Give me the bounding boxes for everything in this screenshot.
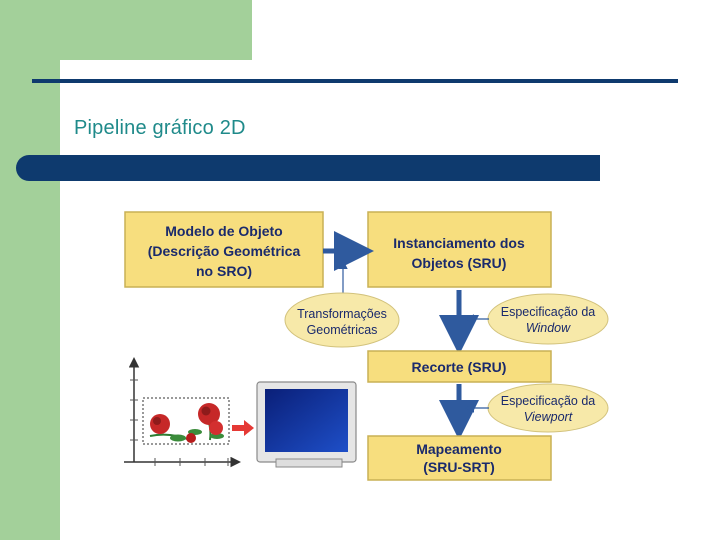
modelo-line-3: no SRO) bbox=[196, 263, 252, 279]
green-top-block bbox=[60, 0, 252, 60]
modelo-line-1: Modelo de Objeto bbox=[165, 223, 282, 239]
recorte-label: Recorte (SRU) bbox=[412, 359, 507, 375]
mapeamento-box bbox=[367, 435, 552, 481]
roses-clipart bbox=[149, 403, 224, 443]
espec-viewport-line-2: Viewport bbox=[524, 410, 573, 424]
modelo-line-2: (Descrição Geométrica bbox=[148, 243, 301, 259]
coordinate-axes-illustration bbox=[124, 357, 241, 468]
monitor-icon bbox=[256, 381, 357, 468]
espec-window-ellipse bbox=[487, 293, 609, 345]
espec-window-line-1: Especificação da bbox=[501, 305, 596, 319]
mapeamento-line-1: Mapeamento bbox=[416, 441, 502, 457]
recorte-box bbox=[367, 350, 552, 383]
instanciamento-line-2: Objetos (SRU) bbox=[412, 255, 507, 271]
espec-viewport-line-1: Especificação da bbox=[501, 394, 596, 408]
espec-viewport-ellipse bbox=[487, 383, 609, 433]
instanciamento-box bbox=[367, 211, 552, 288]
transformacoes-line-2: Geométricas bbox=[307, 323, 378, 337]
red-arrow bbox=[232, 420, 254, 436]
transformacoes-line-1: Transformações bbox=[297, 307, 387, 321]
top-rule-line bbox=[32, 79, 678, 83]
espec-window-line-2: Window bbox=[526, 321, 571, 335]
instanciamento-line-1: Instanciamento dos bbox=[393, 235, 525, 251]
transformacoes-ellipse bbox=[284, 292, 400, 348]
slide-title: Pipeline gráfico 2D bbox=[74, 117, 246, 139]
mapeamento-line-2: (SRU-SRT) bbox=[423, 459, 495, 475]
green-side-bar bbox=[0, 0, 60, 540]
white-corner-curve bbox=[60, 60, 120, 120]
title-band bbox=[16, 155, 600, 181]
